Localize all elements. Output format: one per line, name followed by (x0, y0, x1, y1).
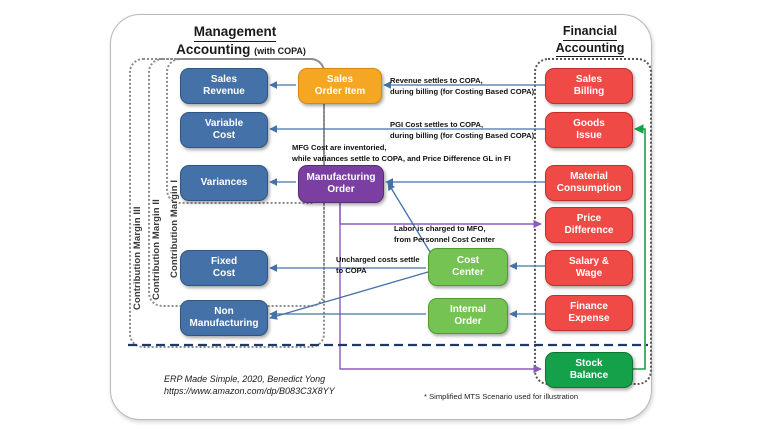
node-variances[interactable]: Variances (180, 165, 268, 201)
node-internal-order-line1: Internal (449, 304, 487, 315)
annotation-revenue-line1: Revenue settles to COPA, (390, 76, 483, 85)
node-cost-center-line2: Center (452, 267, 484, 278)
node-salary-wage-line1: Salary & (568, 256, 610, 267)
node-sales-billing[interactable]: Sales Billing (545, 68, 633, 104)
node-finance-expense-line2: Expense (568, 313, 610, 324)
annotation-mfg-cost: MFG Cost are inventoried, while variance… (292, 143, 511, 164)
node-cost-center-line1: Cost (456, 255, 480, 266)
node-sales-revenue[interactable]: Sales Revenue (180, 68, 268, 104)
annotation-labor-line2: from Personnel Cost Center (394, 234, 495, 244)
node-sales-order-item-line1: Sales (326, 74, 354, 85)
node-sales-billing-line1: Sales (575, 74, 603, 85)
annotation-uncharged-line1: Uncharged costs settle (336, 255, 420, 264)
annotation-mfg-cost-line2: while variances settle to COPA, and Pric… (292, 153, 511, 163)
annotation-labor: Labor is charged to MFO, from Personnel … (394, 224, 495, 245)
node-material-consumption[interactable]: Material Consumption (545, 165, 633, 201)
management-header-suffix: (with COPA) (254, 45, 306, 56)
node-fixed-cost-line2: Cost (212, 268, 236, 279)
annotation-labor-line1: Labor is charged to MFO, (394, 224, 486, 233)
node-stock-balance-line1: Stock (575, 358, 603, 369)
contribution-margin-1-label: Contribution Margin I (169, 179, 180, 278)
annotation-pgi-line2: during billing (for Costing Based COPA) (390, 130, 535, 140)
node-non-manufacturing-line2: Manufacturing (189, 318, 259, 329)
node-non-manufacturing-line1: Non (214, 306, 234, 317)
node-stock-balance-line2: Balance (569, 370, 609, 381)
node-sales-billing-line2: Billing (573, 86, 605, 97)
node-manufacturing-order[interactable]: Manufacturing Order (298, 165, 384, 203)
node-internal-order[interactable]: Internal Order (428, 298, 508, 334)
node-finance-expense[interactable]: Finance Expense (545, 295, 633, 331)
footer-credit: ERP Made Simple, 2020, Benedict Yong (164, 374, 326, 384)
management-header-line1: Management (193, 24, 277, 42)
node-variable-cost-line2: Cost (212, 130, 236, 141)
node-price-difference-line2: Difference (564, 225, 614, 236)
node-fixed-cost-line1: Fixed (210, 256, 238, 267)
node-price-difference-line1: Price (576, 213, 602, 224)
node-salary-wage[interactable]: Salary & Wage (545, 250, 633, 286)
contribution-margin-3-label: Contribution Margin III (132, 206, 143, 310)
node-sales-revenue-line2: Revenue (203, 86, 245, 97)
node-cost-center[interactable]: Cost Center (428, 248, 508, 286)
annotation-pgi: PGI Cost settles to COPA, during billing… (390, 120, 534, 141)
financial-accounting-header: Financial Accounting (535, 24, 645, 58)
node-manufacturing-order-line2: Order (327, 184, 355, 195)
node-sales-order-item[interactable]: Sales Order Item (298, 68, 382, 104)
node-variances-line1: Variances (200, 177, 248, 188)
node-price-difference[interactable]: Price Difference (545, 207, 633, 243)
management-accounting-header: Management Accounting (with COPA) (150, 24, 320, 60)
node-salary-wage-line2: Wage (575, 268, 603, 279)
node-sales-revenue-line1: Sales (210, 74, 238, 85)
contribution-margin-2-label: Contribution Margin II (151, 199, 162, 300)
node-fixed-cost[interactable]: Fixed Cost (180, 250, 268, 286)
node-material-consumption-line2: Consumption (556, 183, 622, 194)
node-manufacturing-order-line1: Manufacturing (306, 172, 376, 183)
node-non-manufacturing[interactable]: Non Manufacturing (180, 300, 268, 336)
financial-header-line2: Accounting (555, 41, 625, 58)
node-finance-expense-line1: Finance (570, 301, 608, 312)
contribution-margin-1-box (166, 58, 325, 204)
annotation-uncharged-line2: to COPA (336, 265, 367, 275)
annotation-revenue: Revenue settles to COPA, during billing … (390, 76, 534, 97)
node-goods-issue-line2: Issue (576, 130, 602, 141)
annotation-pgi-line1: PGI Cost settles to COPA, (390, 120, 484, 129)
node-internal-order-line2: Order (454, 316, 482, 327)
annotation-revenue-line2: during billing (for Costing Based COPA) (390, 86, 535, 96)
node-stock-balance[interactable]: Stock Balance (545, 352, 633, 388)
node-variable-cost-line1: Variable (204, 118, 244, 129)
node-goods-issue[interactable]: Goods Issue (545, 112, 633, 148)
annotation-mfg-cost-line1: MFG Cost are inventoried, (292, 143, 387, 152)
node-sales-order-item-line2: Order Item (314, 86, 366, 97)
footer-note: * Simplified MTS Scenario used for illus… (424, 392, 579, 401)
node-material-consumption-line1: Material (570, 171, 608, 182)
financial-header-line1: Financial (562, 24, 618, 41)
footer-url: https://www.amazon.com/dp/B083C3X8YY (164, 386, 335, 396)
node-variable-cost[interactable]: Variable Cost (180, 112, 268, 148)
node-goods-issue-line1: Goods (573, 118, 605, 129)
annotation-uncharged: Uncharged costs settle to COPA (336, 255, 420, 276)
